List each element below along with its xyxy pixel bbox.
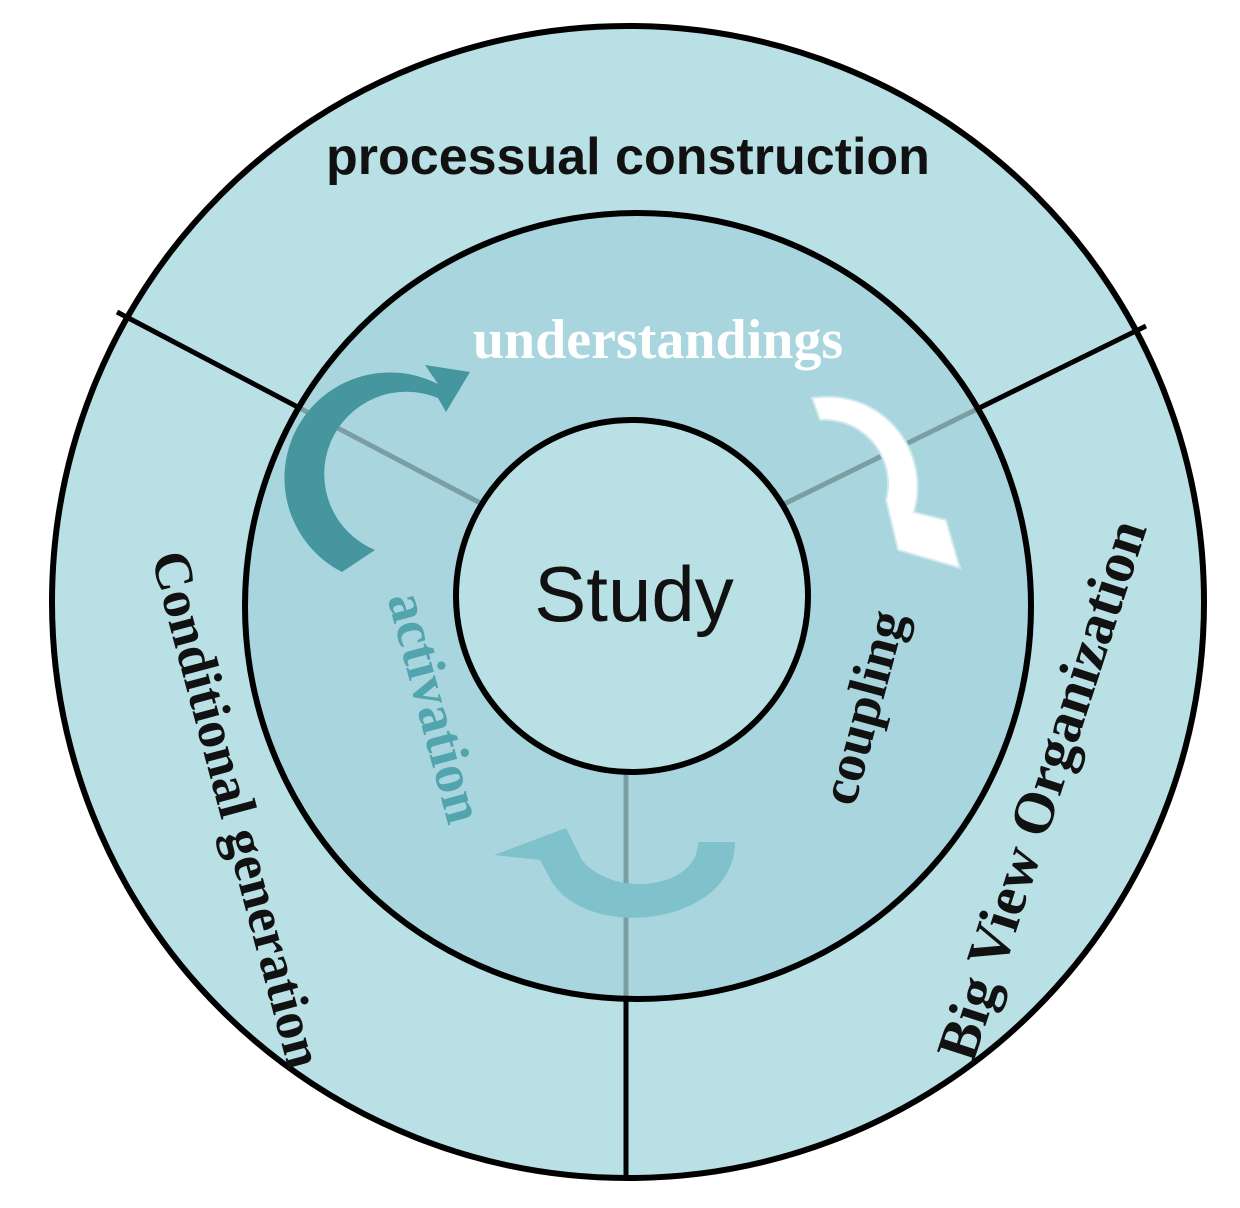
- curved-arrow-light-icon: [494, 828, 735, 918]
- understandings-label: understandings: [473, 309, 843, 371]
- arrow-activation-to-understandings: [284, 365, 470, 572]
- processual-construction-label: processual construction: [326, 128, 930, 186]
- arrow-understandings-to-coupling: [810, 395, 962, 570]
- curved-arrow-dark-icon: [284, 365, 470, 572]
- inner-circle: [453, 417, 811, 775]
- center-label: Study: [534, 550, 733, 638]
- curved-arrow-white-icon: [810, 395, 962, 570]
- arrow-coupling-to-activation: [494, 828, 735, 918]
